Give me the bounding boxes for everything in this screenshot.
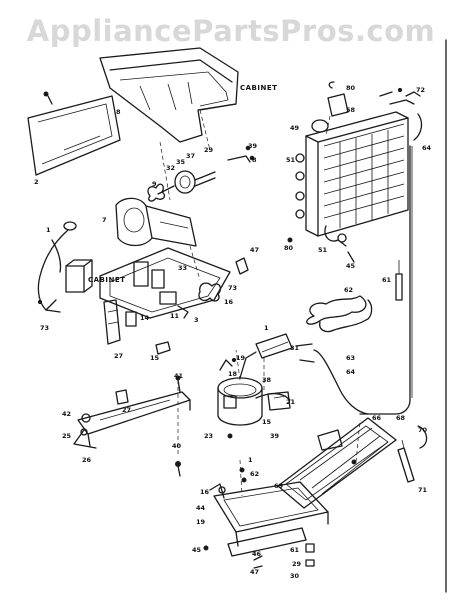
cabinet-hood [99, 47, 239, 143]
part-number: 16 [224, 298, 234, 306]
part-number: 61 [382, 276, 392, 284]
fan-motor [147, 145, 255, 202]
part-number: 27 [122, 406, 131, 414]
part-number: 40 [172, 442, 182, 450]
part-number: 47 [250, 568, 259, 576]
part-number: 80 [346, 84, 356, 92]
part-number: 73 [40, 324, 49, 332]
part-number: 27 [114, 352, 123, 360]
part-number: 62 [250, 470, 259, 478]
part-number: 61 [290, 546, 300, 554]
drain-tube [395, 260, 403, 301]
part-number: 1 [264, 324, 269, 332]
part-number: 7 [102, 216, 107, 224]
dryer-filter [397, 425, 428, 483]
part-number: 62 [344, 286, 353, 294]
part-number: 51 [318, 246, 328, 254]
part-number: 18 [228, 370, 238, 378]
leader-lines [159, 109, 361, 497]
drain-pan [277, 417, 397, 509]
part-number: 45 [346, 262, 356, 270]
part-number: 49 [290, 124, 300, 132]
part-number: 33 [178, 264, 187, 272]
part-number: 9 [152, 180, 157, 188]
part-number: 11 [170, 312, 180, 320]
part-number: 14 [140, 314, 150, 322]
part-number: 32 [166, 164, 175, 172]
part-number: 39 [248, 142, 258, 150]
callouts: CABINET CABINET 2 8 9 32 35 37 29 39 8 7… [34, 84, 432, 580]
part-number: 23 [204, 432, 213, 440]
part-number: 37 [186, 152, 195, 160]
part-number: 35 [176, 158, 186, 166]
part-number: 3 [194, 316, 199, 324]
part-number: 64 [346, 368, 356, 376]
part-number: 30 [290, 572, 300, 580]
part-number: 71 [418, 486, 428, 494]
heater-loop [306, 295, 373, 333]
fan-bracket [115, 197, 197, 247]
part-number: 21 [286, 398, 296, 406]
part-number: 31 [290, 344, 300, 352]
compressor [217, 351, 291, 439]
part-number: 73 [228, 284, 237, 292]
part-number: 1 [46, 226, 51, 234]
part-number: 39 [270, 432, 280, 440]
watermark: AppliancePartsPros.com [26, 14, 436, 48]
part-number: 8 [116, 108, 121, 116]
part-number: 58 [346, 106, 356, 114]
relay-parts [65, 259, 171, 355]
valve-assembly [287, 225, 355, 263]
part-number: 66 [372, 414, 382, 422]
part-number: 8 [252, 156, 257, 164]
part-number: 16 [200, 488, 210, 496]
part-number: 41 [174, 372, 184, 380]
part-number: 68 [396, 414, 406, 422]
part-number: 70 [418, 426, 428, 434]
part-number: 19 [196, 518, 206, 526]
part-number: 2 [34, 178, 39, 186]
part-number: 38 [262, 376, 272, 384]
part-number: 45 [192, 546, 202, 554]
condenser-coil [295, 91, 415, 237]
part-number: 25 [62, 432, 72, 440]
mount-clip [219, 357, 237, 371]
part-number: 72 [416, 86, 425, 94]
cabinet-label-top: CABINET [240, 84, 277, 92]
left-panel [27, 91, 121, 176]
cabinet-label-left: CABINET [88, 276, 125, 284]
lower-frame [203, 467, 329, 569]
part-number: 42 [62, 410, 71, 418]
part-number: 63 [346, 354, 355, 362]
part-number: 47 [250, 246, 259, 254]
base-rail [73, 391, 191, 449]
refrigerant-line [313, 145, 413, 415]
part-number: 44 [196, 504, 206, 512]
part-number: 46 [252, 550, 262, 558]
compressor-bracket [255, 333, 315, 411]
part-number: 1 [248, 456, 253, 464]
part-number: 29 [204, 146, 214, 154]
small-parts-a [115, 375, 181, 477]
part-number: 29 [292, 560, 302, 568]
part-number: 80 [284, 244, 294, 252]
part-number: 69 [274, 482, 284, 490]
coil-fittings [311, 81, 423, 141]
part-number: 51 [286, 156, 296, 164]
part-number: 26 [82, 456, 92, 464]
fan-blade [177, 257, 249, 319]
part-number: 19 [236, 354, 246, 362]
wire-harness [37, 221, 77, 313]
part-number: 15 [150, 354, 160, 362]
part-number: 64 [422, 144, 432, 152]
base-plate [99, 247, 231, 319]
part-number: 15 [262, 418, 272, 426]
